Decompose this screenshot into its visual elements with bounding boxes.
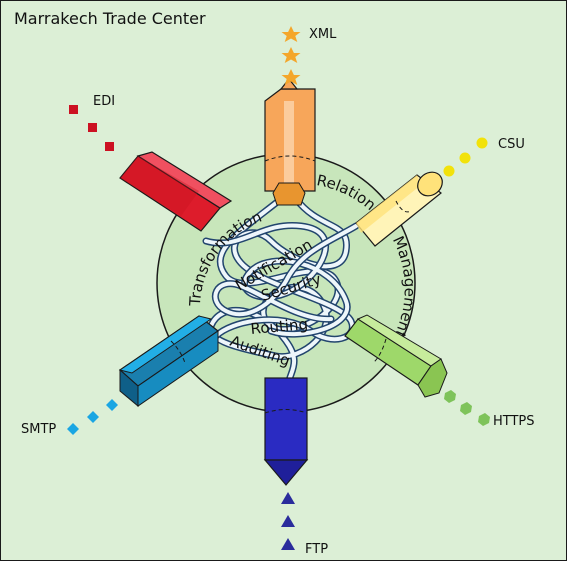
protocol-edi-label: EDI — [93, 94, 115, 109]
edi-connector — [119, 151, 233, 232]
https-dots — [444, 390, 490, 426]
smtp-dots — [67, 399, 118, 435]
protocol-smtp-label: SMTP — [21, 422, 56, 437]
protocol-ftp-label: FTP — [305, 542, 328, 557]
edi-dots — [69, 105, 114, 151]
ftp-dots — [281, 492, 295, 550]
csu-connector — [355, 171, 443, 247]
xml-dots — [281, 26, 301, 85]
xml-connector — [264, 78, 316, 206]
tangled-connections — [202, 195, 360, 385]
csu-dots — [443, 137, 488, 177]
smtp-connector — [118, 315, 220, 408]
protocol-xml-label: XML — [309, 27, 337, 42]
ftp-connector — [263, 377, 309, 486]
diagram-title: Marrakech Trade Center — [14, 9, 206, 28]
https-connector — [344, 314, 448, 398]
protocol-https-label: HTTPS — [493, 414, 535, 429]
protocol-csu-label: CSU — [498, 137, 525, 152]
service-routing: Routing — [250, 315, 309, 338]
